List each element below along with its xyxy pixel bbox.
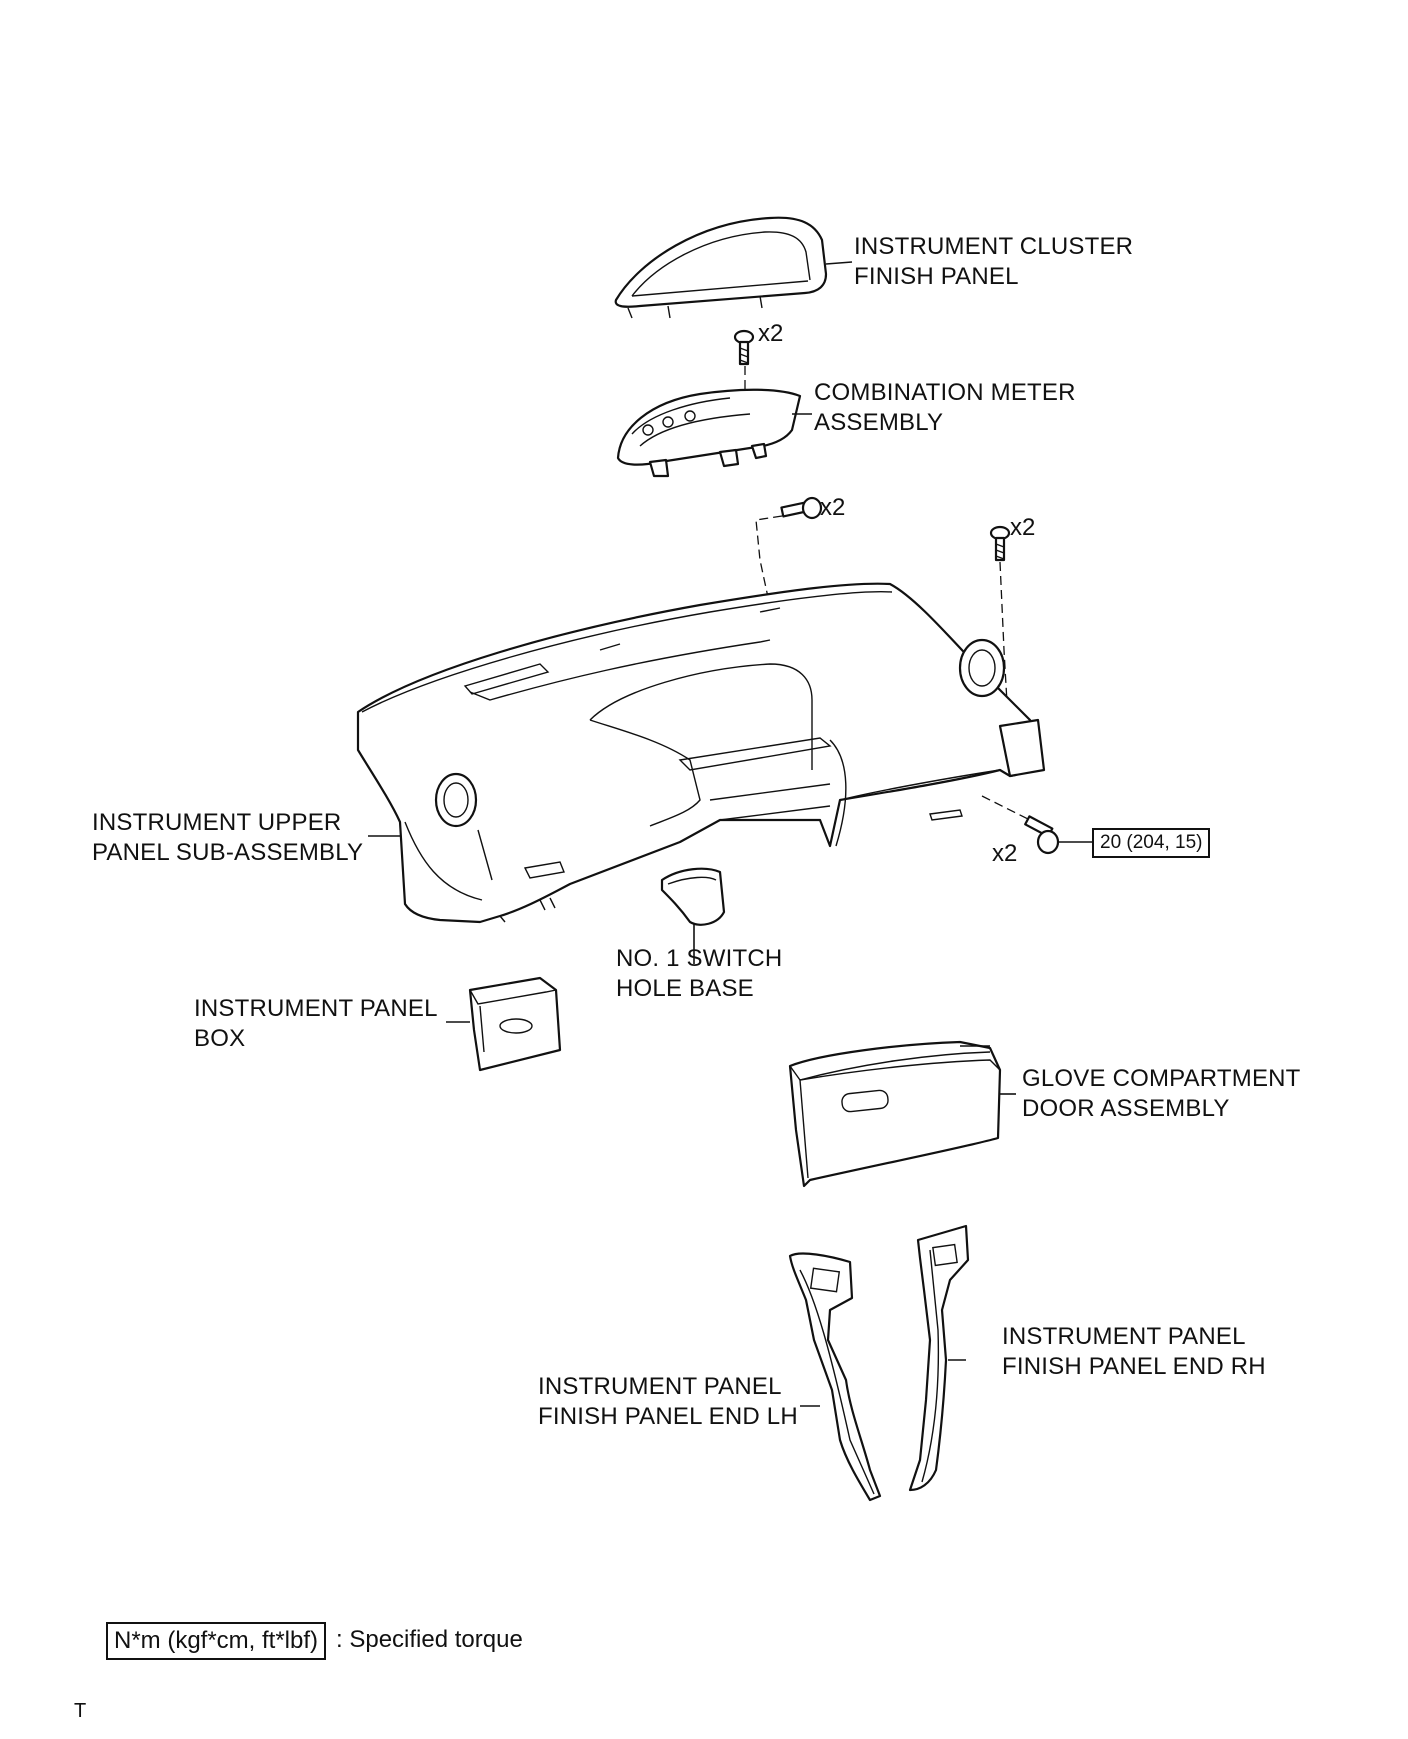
leader-lines <box>368 261 1016 1407</box>
label-line-2: HOLE BASE <box>616 975 754 1002</box>
label-line-2: FINISH PANEL END LH <box>538 1403 798 1430</box>
cluster-screw-drawing <box>733 329 755 398</box>
lower-bolt-torque: 20 (204, 15) <box>1092 828 1211 858</box>
label-line-1: INSTRUMENT PANEL <box>194 995 438 1022</box>
label-line-2: FINISH PANEL END RH <box>1002 1353 1266 1380</box>
label-line-2: FINISH PANEL <box>854 263 1019 290</box>
label-line-1: GLOVE COMPARTMENT <box>1022 1065 1301 1092</box>
label-switch-hole-base: NO. 1 SWITCH HOLE BASE <box>616 944 782 1004</box>
label-instrument-panel-box: INSTRUMENT PANEL BOX <box>194 994 438 1054</box>
torque-unit-legend-box: N*m (kgf*cm, ft*lbf) <box>106 1622 327 1660</box>
label-line-1: COMBINATION METER <box>814 379 1076 406</box>
lower-bolt-drawing <box>981 795 1092 855</box>
glove-compartment-drawing <box>788 1040 1002 1188</box>
lower-bolt-qty: x2 <box>992 840 1018 867</box>
torque-legend-description: : Specified torque <box>336 1626 523 1653</box>
instrument-panel-box-drawing <box>468 976 562 1072</box>
finish-panel-end-lh-drawing <box>788 1252 882 1502</box>
cluster-screw-qty: x2 <box>758 320 784 347</box>
center-bolt-qty: x2 <box>820 494 846 521</box>
instrument-upper-panel-drawing <box>356 582 1046 924</box>
label-combination-meter-assembly: COMBINATION METER ASSEMBLY <box>814 378 1076 438</box>
label-line-1: INSTRUMENT PANEL <box>538 1373 782 1400</box>
label-line-2: ASSEMBLY <box>814 409 944 436</box>
switch-hole-base-drawing <box>660 867 726 964</box>
label-line-1: INSTRUMENT CLUSTER <box>854 233 1134 260</box>
label-line-2: PANEL SUB-ASSEMBLY <box>92 839 364 866</box>
instrument-cluster-finish-panel-drawing <box>614 216 828 319</box>
label-instrument-cluster-finish-panel: INSTRUMENT CLUSTER FINISH PANEL <box>854 232 1133 292</box>
label-finish-panel-end-lh: INSTRUMENT PANEL FINISH PANEL END LH <box>538 1372 798 1432</box>
label-line-1: NO. 1 SWITCH <box>616 945 783 972</box>
label-line-1: INSTRUMENT UPPER <box>92 809 342 836</box>
label-finish-panel-end-rh: INSTRUMENT PANEL FINISH PANEL END RH <box>1002 1322 1266 1382</box>
combination-meter-drawing <box>616 388 802 478</box>
finish-panel-end-rh-drawing <box>908 1224 970 1492</box>
label-line-2: DOOR ASSEMBLY <box>1022 1095 1230 1122</box>
label-glove-compartment-door: GLOVE COMPARTMENT DOOR ASSEMBLY <box>1022 1064 1301 1124</box>
label-line-2: BOX <box>194 1025 246 1052</box>
right-screw-qty: x2 <box>1010 514 1036 541</box>
label-line-1: INSTRUMENT PANEL <box>1002 1323 1246 1350</box>
label-instrument-upper-panel: INSTRUMENT UPPER PANEL SUB-ASSEMBLY <box>92 808 363 868</box>
corner-mark: T <box>74 1700 87 1722</box>
